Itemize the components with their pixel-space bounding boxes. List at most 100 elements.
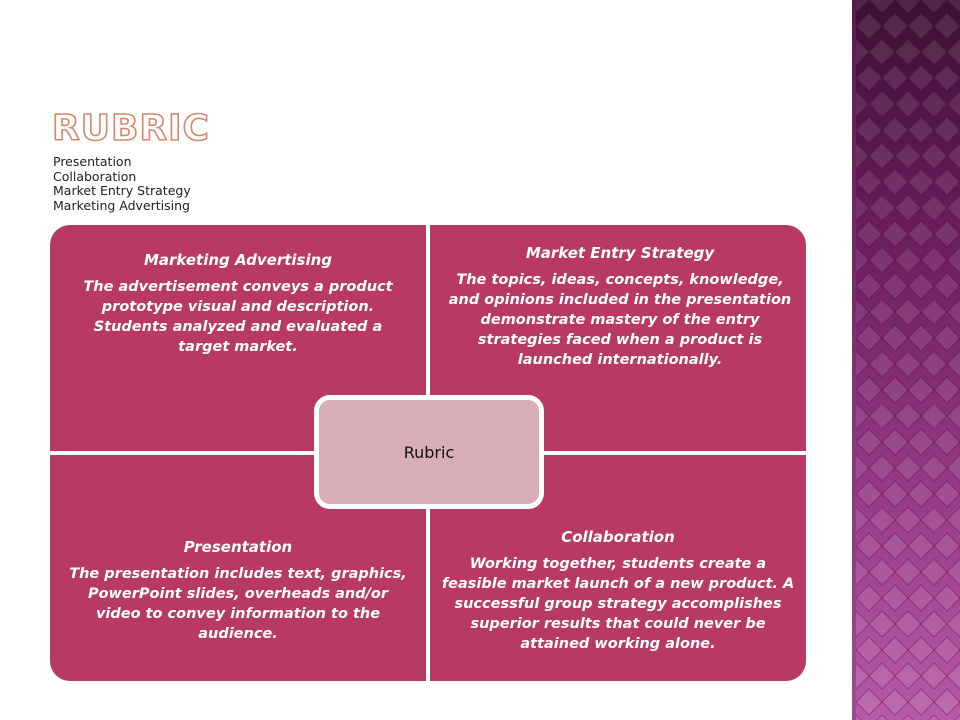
diamond-tile bbox=[946, 350, 960, 378]
diamond-tile bbox=[881, 64, 909, 92]
diamond-tile bbox=[856, 480, 883, 508]
diamond-tile bbox=[856, 272, 883, 300]
diamond-tile bbox=[881, 324, 909, 352]
diamond-tile bbox=[907, 428, 935, 456]
diamond-tile bbox=[881, 272, 909, 300]
diamond-tile bbox=[868, 402, 896, 430]
diamond-tile bbox=[946, 0, 960, 14]
diamond-tile bbox=[907, 116, 935, 144]
quadrant-body: The presentation includes text, graphics… bbox=[69, 566, 407, 642]
subtitle-line: Marketing Advertising bbox=[53, 197, 190, 213]
diamond-tile bbox=[881, 116, 909, 144]
diamond-pattern bbox=[856, 0, 960, 720]
diamond-tile bbox=[856, 662, 870, 690]
diamond-tile bbox=[856, 324, 883, 352]
diamond-tile bbox=[920, 454, 948, 482]
diamond-tile bbox=[894, 194, 922, 222]
center-rubric-box: Rubric bbox=[314, 395, 544, 509]
rubric-matrix-diagram: Marketing Advertising The advertisement … bbox=[50, 225, 806, 681]
diamond-tile bbox=[907, 636, 935, 664]
diamond-tile bbox=[920, 610, 948, 638]
diamond-tile bbox=[920, 506, 948, 534]
diamond-tile bbox=[920, 194, 948, 222]
diamond-tile bbox=[894, 90, 922, 118]
diamond-tile bbox=[946, 610, 960, 638]
diamond-tile bbox=[868, 194, 896, 222]
diamond-tile bbox=[894, 38, 922, 66]
diamond-tile bbox=[933, 168, 960, 196]
diamond-tile bbox=[946, 454, 960, 482]
diamond-tile bbox=[868, 0, 896, 14]
diamond-tile bbox=[920, 298, 948, 326]
diamond-tile bbox=[881, 376, 909, 404]
diamond-tile bbox=[933, 12, 960, 40]
diamond-tile bbox=[881, 220, 909, 248]
diamond-tile bbox=[946, 558, 960, 586]
diamond-tile bbox=[881, 688, 909, 716]
diamond-tile bbox=[856, 610, 870, 638]
diamond-tile bbox=[856, 142, 870, 170]
diamond-tile bbox=[856, 714, 862, 720]
diamond-tile bbox=[856, 246, 870, 274]
diamond-tile bbox=[933, 324, 960, 352]
diamond-tile bbox=[856, 350, 870, 378]
diamond-tile bbox=[920, 142, 948, 170]
diamond-tile bbox=[856, 376, 883, 404]
diamond-tile bbox=[907, 324, 935, 352]
diamond-tile bbox=[868, 142, 896, 170]
diamond-tile bbox=[894, 350, 922, 378]
diamond-tile bbox=[894, 402, 922, 430]
diamond-tile bbox=[946, 142, 960, 170]
diamond-tile bbox=[856, 428, 883, 456]
diamond-tile bbox=[907, 168, 935, 196]
diamond-tile bbox=[894, 0, 922, 14]
diamond-tile bbox=[894, 506, 922, 534]
diamond-tile bbox=[856, 168, 883, 196]
diamond-tile bbox=[868, 558, 896, 586]
diamond-tile bbox=[907, 688, 935, 716]
diamond-tile bbox=[856, 64, 883, 92]
diamond-tile bbox=[920, 662, 948, 690]
diamond-tile bbox=[856, 558, 870, 586]
quadrant-heading: Presentation bbox=[183, 538, 293, 556]
diamond-tile bbox=[881, 584, 909, 612]
diamond-tile bbox=[868, 662, 896, 690]
diamond-tile bbox=[894, 298, 922, 326]
diamond-tile bbox=[856, 584, 883, 612]
diamond-tile bbox=[946, 194, 960, 222]
diamond-tile bbox=[946, 90, 960, 118]
diamond-tile bbox=[868, 610, 896, 638]
diamond-tile bbox=[894, 558, 922, 586]
diamond-tile bbox=[894, 610, 922, 638]
diamond-tile bbox=[946, 506, 960, 534]
quadrant-body: The advertisement conveys a product prot… bbox=[83, 279, 393, 355]
decorative-band-edge bbox=[852, 0, 858, 720]
diamond-tile bbox=[881, 480, 909, 508]
diamond-tile bbox=[933, 272, 960, 300]
diamond-tile bbox=[933, 636, 960, 664]
diamond-tile bbox=[881, 532, 909, 560]
diamond-tile bbox=[856, 298, 870, 326]
diamond-tile bbox=[868, 506, 896, 534]
diamond-tile bbox=[856, 12, 883, 40]
subtitle-line: Collaboration bbox=[53, 168, 137, 184]
diamond-tile bbox=[933, 64, 960, 92]
diamond-tile bbox=[881, 636, 909, 664]
diamond-tile bbox=[907, 376, 935, 404]
diamond-tile bbox=[881, 12, 909, 40]
diamond-tile bbox=[946, 662, 960, 690]
diamond-tile bbox=[907, 584, 935, 612]
quadrant-heading: Marketing Advertising bbox=[143, 251, 333, 269]
diamond-tile bbox=[868, 350, 896, 378]
quadrant-body: Working together, students create a feas… bbox=[441, 556, 795, 652]
diamond-tile bbox=[856, 402, 870, 430]
quadrant-heading: Market Entry Strategy bbox=[525, 244, 715, 262]
diamond-tile bbox=[920, 38, 948, 66]
diamond-tile bbox=[928, 714, 940, 720]
diamond-tile bbox=[856, 506, 870, 534]
diamond-tile bbox=[933, 116, 960, 144]
diamond-tile bbox=[894, 454, 922, 482]
diamond-tile bbox=[868, 90, 896, 118]
diamond-tile bbox=[868, 298, 896, 326]
diamond-tile bbox=[933, 428, 960, 456]
